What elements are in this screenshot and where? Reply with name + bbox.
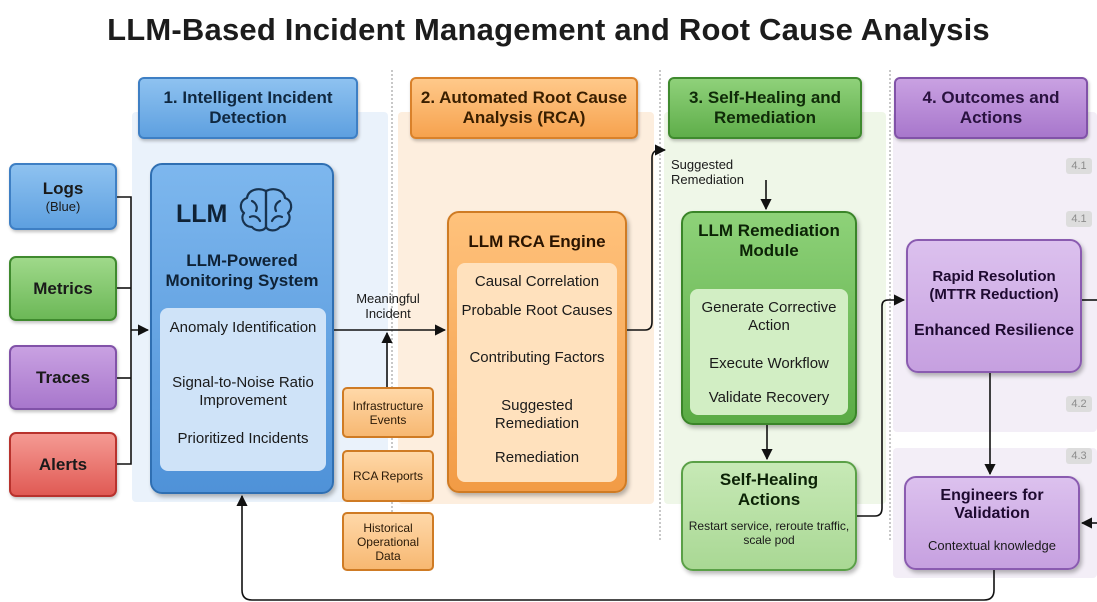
source-metrics-label: Metrics <box>33 278 93 298</box>
llm-badge: LLM <box>176 200 228 228</box>
source-logs: Logs (Blue) <box>9 163 117 230</box>
source-logs-label: Logs <box>42 179 84 198</box>
rca-item: Probable Root Causes <box>461 302 613 319</box>
section-badge: 4.2 <box>1066 396 1092 412</box>
monitoring-title: LLM-Powered Monitoring System <box>165 251 319 290</box>
lane-divider <box>391 70 393 540</box>
context-source-label: Infrastructure Events <box>352 398 424 427</box>
source-traces-label: Traces <box>36 367 90 387</box>
lane-header-rca-label: 2. Automated Root Cause Analysis (RCA) <box>420 88 628 127</box>
section-badge: 4.3 <box>1066 448 1092 464</box>
connector-actions-to-resolution <box>857 294 906 517</box>
context-source-historical-data: Historical Operational Data <box>342 512 434 571</box>
lane-header-detection: 1. Intelligent Incident Detection <box>138 77 358 139</box>
brain-icon <box>239 188 293 232</box>
lane-header-healing: 3. Self-Healing and Remediation <box>668 77 862 139</box>
context-source-label: Historical Operational Data <box>356 520 420 563</box>
source-alerts: Alerts <box>9 432 117 497</box>
context-source-rca-reports: RCA Reports <box>342 450 434 502</box>
remediation-module-title: LLM Remediation Module <box>698 221 840 260</box>
rca-items-panel <box>457 263 617 482</box>
remediation-item: Execute Workflow <box>709 355 829 372</box>
rca-item: Suggested Remediation <box>494 397 580 432</box>
rca-engine-title: LLM RCA Engine <box>468 232 606 251</box>
monitoring-item: Signal-to-Noise Ratio Improvement <box>172 374 314 409</box>
remediation-item: Validate Recovery <box>708 389 830 406</box>
context-source-infrastructure-events: Infrastructure Events <box>342 387 434 438</box>
source-alerts-label: Alerts <box>38 454 88 474</box>
page-title: LLM-Based Incident Management and Root C… <box>107 12 990 47</box>
lane-header-detection-label: 1. Intelligent Incident Detection <box>163 88 333 127</box>
rapid-resolution-title: Rapid Resolution (MTTR Reduction) <box>929 268 1059 303</box>
engineers-validation-card <box>904 476 1080 570</box>
lane-header-rca: 2. Automated Root Cause Analysis (RCA) <box>410 77 638 139</box>
source-logs-sublabel: (Blue) <box>45 199 81 214</box>
engineers-validation-title: Engineers for Validation <box>940 487 1044 522</box>
section-badge: 4.1 <box>1066 211 1092 227</box>
connector-logs <box>117 196 132 330</box>
lane-header-outcomes-label: 4. Outcomes and Actions <box>922 88 1060 127</box>
monitoring-items-panel <box>160 308 326 471</box>
self-healing-title: Self-Healing Actions <box>719 470 819 509</box>
lane-header-healing-label: 3. Self-Healing and Remediation <box>688 88 842 127</box>
lane-divider <box>659 70 661 540</box>
connector-rca-to-healing <box>627 144 667 331</box>
monitoring-item: Prioritized Incidents <box>177 430 309 447</box>
connector-feedback-loop <box>236 494 995 601</box>
source-metrics: Metrics <box>9 256 117 321</box>
remediation-item: Generate Corrective Action <box>701 299 837 334</box>
engineers-validation-detail: Contextual knowledge <box>928 538 1056 553</box>
rca-item: Causal Correlation <box>474 273 600 290</box>
self-healing-card <box>681 461 857 571</box>
rca-item: Contributing Factors <box>469 349 605 366</box>
lane-divider <box>889 70 891 540</box>
source-traces: Traces <box>9 345 117 410</box>
edge-label-meaningful-incident: Meaningful Incident <box>356 291 420 321</box>
monitoring-item: Anomaly Identification <box>169 319 317 336</box>
rapid-resolution-card <box>906 239 1082 373</box>
rca-item: Remediation <box>494 449 580 466</box>
enhanced-resilience-label: Enhanced Resilience <box>913 322 1075 339</box>
remediation-items-panel <box>690 289 848 415</box>
context-source-label: RCA Reports <box>352 469 424 483</box>
connector-alerts <box>117 330 132 465</box>
section-badge: 4.1 <box>1066 158 1092 174</box>
self-healing-detail: Restart service, reroute traffic, scale … <box>688 519 850 547</box>
lane-header-outcomes: 4. Outcomes and Actions <box>894 77 1088 139</box>
edge-label-suggested-remediation: Suggested Remediation <box>671 157 744 187</box>
